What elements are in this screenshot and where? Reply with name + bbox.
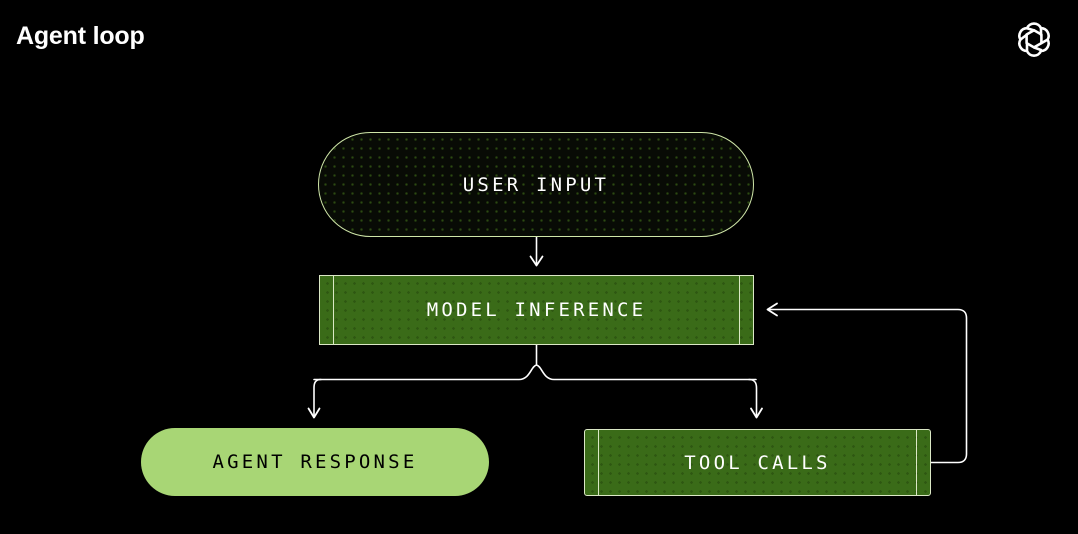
node-tool-calls[interactable]: TOOL CALLS <box>584 429 931 496</box>
process-rule-left <box>598 430 600 495</box>
process-rule-right <box>915 430 917 495</box>
node-user-input-label: USER INPUT <box>462 173 610 196</box>
process-rule-right <box>738 276 740 344</box>
page-title: Agent loop <box>16 22 145 50</box>
node-model-inference[interactable]: MODEL INFERENCE <box>319 275 754 345</box>
node-model-inference-label: MODEL INFERENCE <box>426 299 647 321</box>
node-agent-response[interactable]: AGENT RESPONSE <box>141 428 489 496</box>
edge-model-inference-branch <box>307 344 763 419</box>
openai-logo-icon <box>1010 15 1058 63</box>
node-tool-calls-label: TOOL CALLS <box>684 451 831 474</box>
node-agent-response-label: AGENT RESPONSE <box>212 451 418 473</box>
process-rule-left <box>333 276 335 344</box>
node-user-input[interactable]: USER INPUT <box>318 132 754 237</box>
edge-user-input-to-model-inference <box>529 236 544 267</box>
